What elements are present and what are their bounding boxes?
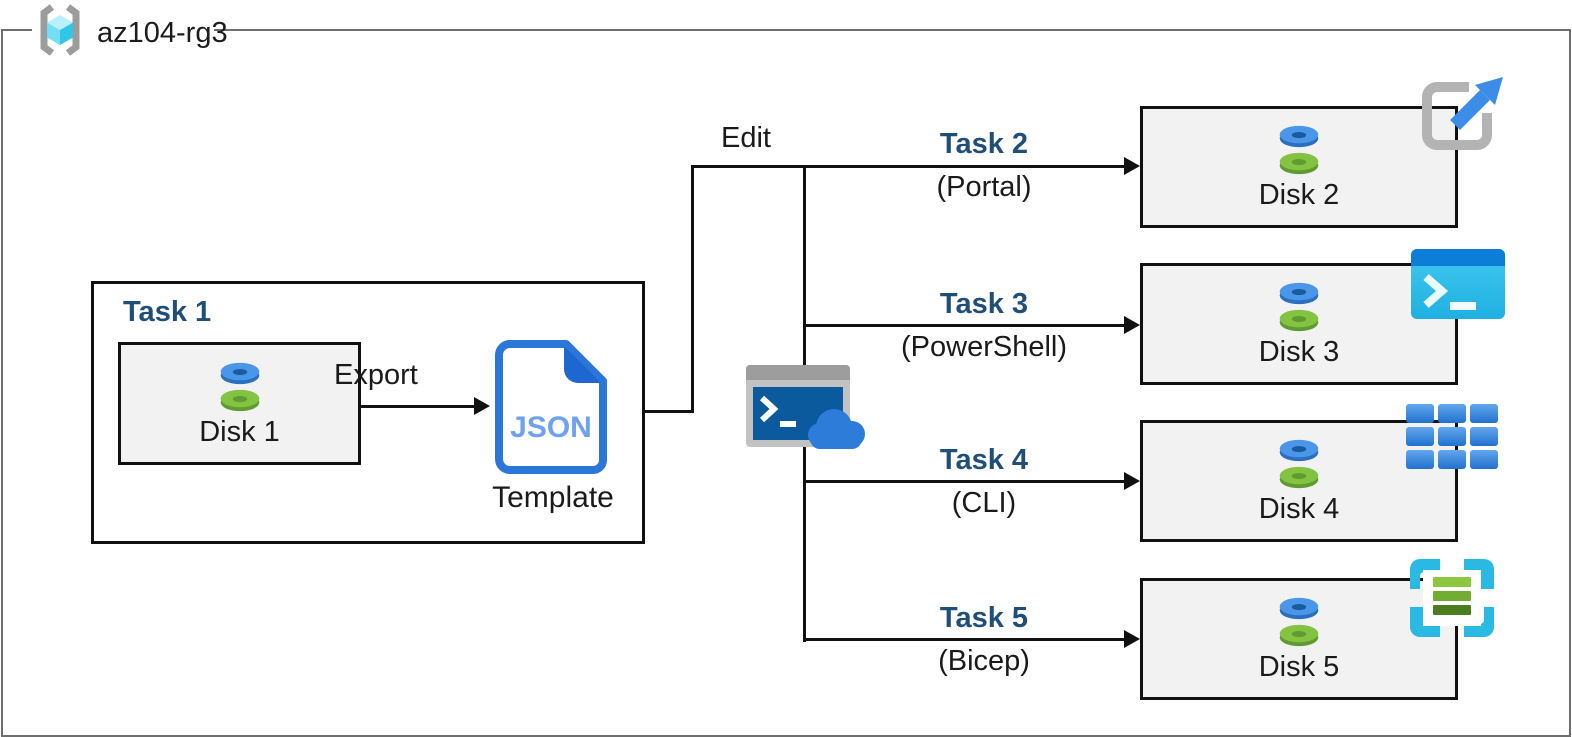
connector-task4 <box>803 480 1126 483</box>
disk-icon <box>1279 597 1319 647</box>
task1-title: Task 1 <box>123 296 212 328</box>
disk-icon <box>1279 439 1319 489</box>
disk-icon <box>1279 282 1319 332</box>
powershell-icon <box>1411 249 1505 319</box>
disk2-label: Disk 2 <box>1258 179 1340 211</box>
json-template-icon: JSON <box>495 340 607 474</box>
disk5-label: Disk 5 <box>1258 651 1340 683</box>
export-label: Export <box>334 359 418 391</box>
connector-task5 <box>803 638 1126 641</box>
resource-group-icon <box>40 4 80 56</box>
connector-task3 <box>803 324 1126 327</box>
arrowhead-task4 <box>1124 472 1140 490</box>
template-label: Template <box>492 481 614 514</box>
disk2-box: Disk 2 <box>1140 106 1458 228</box>
cloud-shell-icon <box>746 365 865 449</box>
bicep-icon <box>1410 559 1494 637</box>
arrowhead-export <box>474 397 490 415</box>
connector-task1-out <box>645 410 694 413</box>
disk-icon <box>1279 125 1319 175</box>
cli-grid-icon <box>1406 404 1498 469</box>
task2-title: Task 2 <box>939 128 1029 160</box>
task5-method: (Bicep) <box>938 645 1030 677</box>
task3-method: (PowerShell) <box>901 331 1067 363</box>
disk1-box: Disk 1 <box>118 342 361 465</box>
arrowhead-task2 <box>1124 157 1140 175</box>
resource-group-frame <box>1 29 1571 737</box>
task2-method: (Portal) <box>936 171 1032 203</box>
cloud-glyph <box>808 409 865 449</box>
connector-export <box>361 405 476 408</box>
task4-method: (CLI) <box>951 487 1017 519</box>
task4-title: Task 4 <box>939 444 1029 476</box>
disk3-label: Disk 3 <box>1258 336 1340 368</box>
arrowhead-task5 <box>1124 630 1140 648</box>
disk5-box: Disk 5 <box>1140 578 1458 700</box>
disk4-box: Disk 4 <box>1140 420 1458 542</box>
resource-group-name: az104-rg3 <box>97 17 228 49</box>
disk1-label: Disk 1 <box>199 415 280 448</box>
frame-label-gap <box>32 27 214 34</box>
disk3-box: Disk 3 <box>1140 263 1458 385</box>
disk-icon <box>220 362 259 411</box>
edit-label: Edit <box>721 122 771 154</box>
portal-launch-icon <box>1422 77 1503 150</box>
disk4-label: Disk 4 <box>1258 493 1340 525</box>
arrowhead-task3 <box>1124 316 1140 334</box>
json-doc-text: JSON <box>510 411 592 444</box>
task3-title: Task 3 <box>939 288 1029 320</box>
task5-title: Task 5 <box>939 602 1029 634</box>
connector-task2 <box>691 165 1126 168</box>
connector-task1-up <box>691 165 694 413</box>
